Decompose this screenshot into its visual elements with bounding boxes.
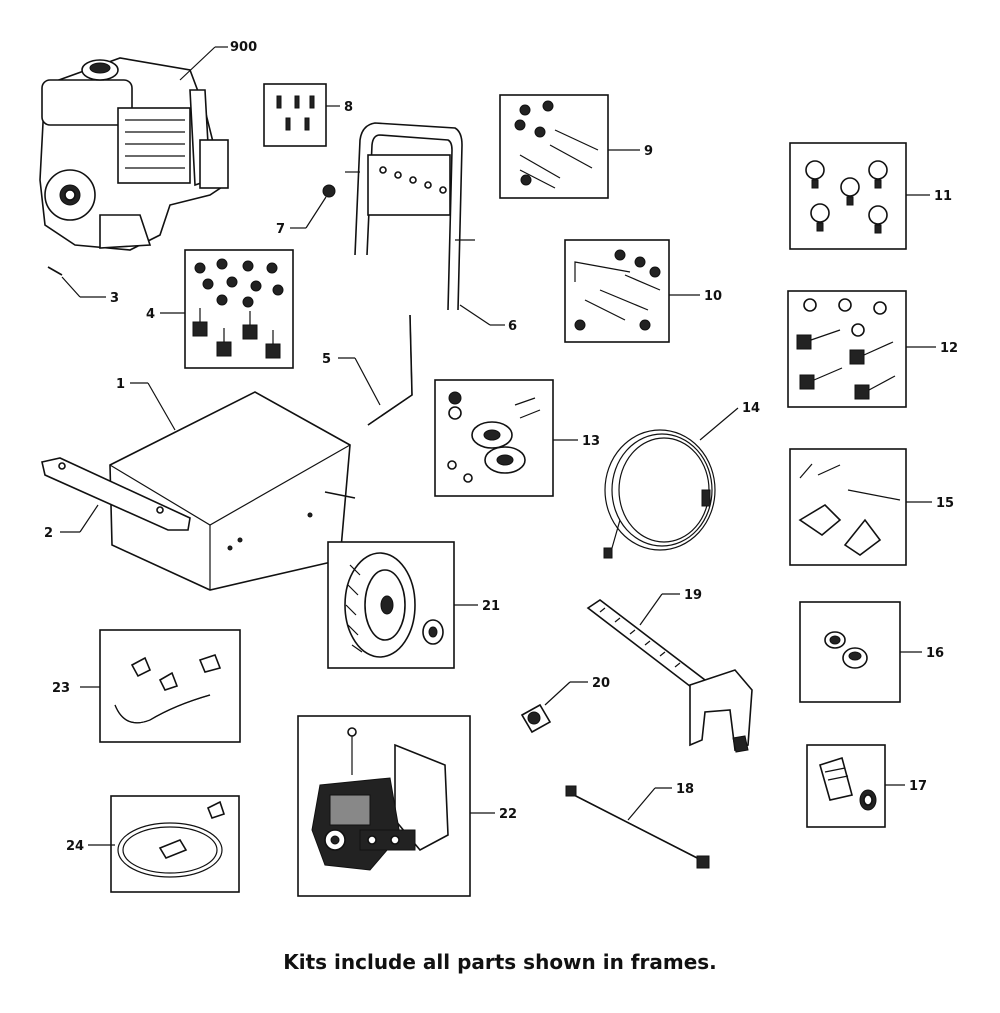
kit-frame-9 <box>499 94 609 199</box>
label-23: 23 <box>52 681 70 696</box>
label-18: 18 <box>676 782 694 797</box>
label-14: 14 <box>742 401 760 416</box>
kit-frame-10 <box>564 239 670 343</box>
label-19: 19 <box>684 588 702 603</box>
kit-frame-11 <box>789 142 907 250</box>
label-9: 9 <box>644 144 653 159</box>
spray-gun-part-19 <box>586 599 753 753</box>
label-16: 16 <box>926 646 944 661</box>
kit-frame-15 <box>789 448 907 566</box>
label-11: 11 <box>934 189 952 204</box>
label-8: 8 <box>344 100 353 115</box>
label-13: 13 <box>582 434 600 449</box>
hose-part-14 <box>603 429 716 559</box>
label-6: 6 <box>508 319 517 334</box>
label-20: 20 <box>592 676 610 691</box>
wand-part-18 <box>565 785 710 869</box>
kit-frame-21 <box>327 541 455 669</box>
label-2: 2 <box>44 526 53 541</box>
tube-part-5 <box>367 314 413 426</box>
label-3: 3 <box>110 291 119 306</box>
label-900: 900 <box>230 40 257 55</box>
coupler-part-20 <box>520 703 552 734</box>
label-15: 15 <box>936 496 954 511</box>
label-22: 22 <box>499 807 517 822</box>
label-17: 17 <box>909 779 927 794</box>
label-7: 7 <box>276 222 285 237</box>
kit-frame-23 <box>99 629 241 743</box>
engine-part-900 <box>39 57 229 251</box>
label-10: 10 <box>704 289 722 304</box>
bar-part-2 <box>41 457 191 531</box>
base-part-1 <box>109 391 356 591</box>
kit-frame-24 <box>110 795 240 893</box>
outlet-part-8 <box>263 83 327 147</box>
label-5: 5 <box>322 352 331 367</box>
handle-part-6 <box>345 122 475 311</box>
kit-frame-17 <box>806 744 886 828</box>
label-1: 1 <box>116 377 125 392</box>
kit-frame-12 <box>787 290 907 408</box>
label-24: 24 <box>66 839 84 854</box>
kit-frame-4 <box>184 249 294 369</box>
kit-frame-22 <box>297 715 471 897</box>
label-12: 12 <box>940 341 958 356</box>
kit-frame-13 <box>434 379 554 497</box>
label-21: 21 <box>482 599 500 614</box>
kits-caption: Kits include all parts shown in frames. <box>283 950 717 974</box>
kit-frame-16 <box>799 601 901 703</box>
label-4: 4 <box>146 307 155 322</box>
